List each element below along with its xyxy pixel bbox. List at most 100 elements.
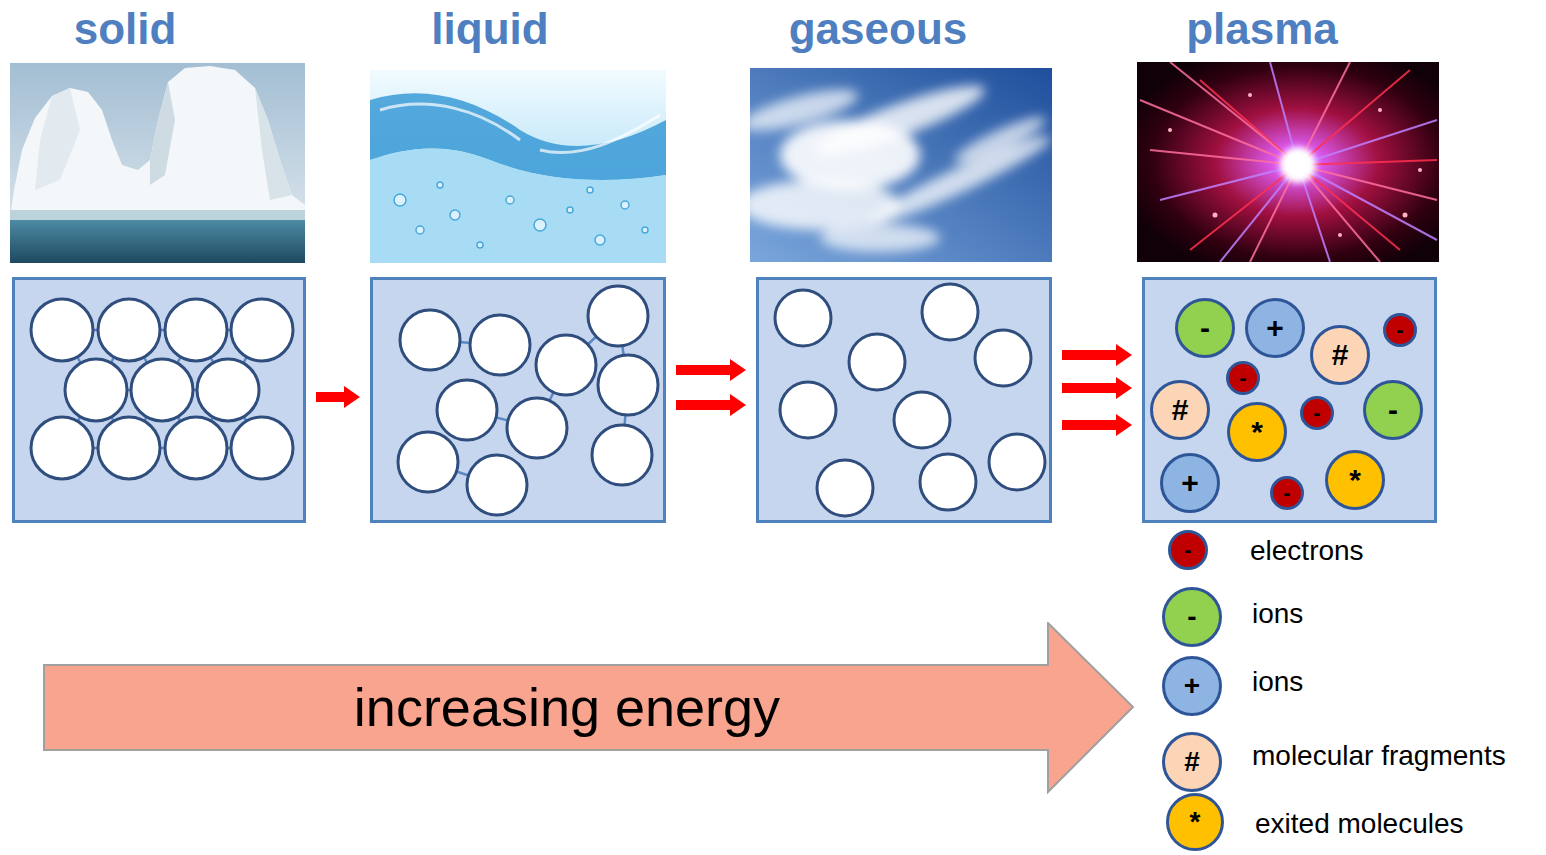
bubble xyxy=(416,226,424,234)
particle-node: - xyxy=(1175,298,1235,358)
bubble xyxy=(534,219,546,231)
legend-swatch xyxy=(1164,589,1221,646)
iceberg-photo xyxy=(10,63,305,263)
molecule xyxy=(470,315,530,375)
legend-label: molecular fragments xyxy=(1252,740,1506,772)
molecule xyxy=(775,290,831,346)
arrow-label: increasing energy xyxy=(354,678,780,737)
particle-symbol: - xyxy=(1313,402,1320,424)
arrow-connector xyxy=(676,394,746,416)
state-heading: liquid xyxy=(431,5,548,53)
molecule xyxy=(989,434,1045,490)
particle-symbol: - xyxy=(1239,367,1246,389)
state-box: liquid xyxy=(370,277,666,523)
ray xyxy=(1298,165,1437,240)
rays xyxy=(1140,62,1437,262)
glow xyxy=(1280,147,1316,183)
bubble xyxy=(477,242,483,248)
box-ground xyxy=(12,277,306,523)
sky xyxy=(10,63,305,263)
spark xyxy=(1213,213,1218,218)
molecule xyxy=(131,359,193,421)
particle-symbol: * xyxy=(1349,465,1361,495)
cloud xyxy=(820,224,940,252)
arrow-connector xyxy=(1062,344,1132,366)
swatch-symbol: # xyxy=(1172,742,1212,782)
swatch-symbol: - xyxy=(1172,597,1212,637)
clouds xyxy=(750,74,1052,252)
bubble xyxy=(567,207,573,213)
bubble xyxy=(506,196,514,204)
legend-label: ions xyxy=(1252,598,1303,630)
molecule xyxy=(197,359,259,421)
particle-node: * xyxy=(1227,402,1287,462)
water-body xyxy=(370,148,666,263)
ray xyxy=(1190,165,1298,250)
particle-circle xyxy=(1229,404,1286,461)
bubble xyxy=(642,227,648,233)
spark xyxy=(1248,93,1252,97)
box-ground xyxy=(756,277,1052,523)
bubble xyxy=(587,187,593,193)
legend-swatch xyxy=(1168,795,1223,850)
cloud xyxy=(864,127,1052,233)
molecule xyxy=(165,299,227,361)
sparks xyxy=(1168,93,1422,237)
molecule xyxy=(65,359,127,421)
molecule xyxy=(920,454,976,510)
particle-symbol: + xyxy=(1266,313,1284,343)
molecule xyxy=(398,432,458,492)
particle-node: - xyxy=(1300,396,1334,430)
particle-circle xyxy=(1365,382,1422,439)
particle-symbol: - xyxy=(1388,395,1398,425)
legend-label: exited molecules xyxy=(1255,808,1464,840)
splash xyxy=(380,104,660,153)
ray xyxy=(1220,165,1298,262)
arrow-connector xyxy=(316,386,360,408)
state-box: solid xyxy=(12,277,306,523)
particle-symbol: * xyxy=(1251,417,1263,447)
ray xyxy=(1298,120,1437,165)
particle-node: - xyxy=(1226,361,1260,395)
cloud-photo xyxy=(750,68,1052,262)
arrow-connector xyxy=(676,359,746,381)
swatch-symbol: + xyxy=(1172,666,1212,706)
particle-node: + xyxy=(1245,298,1305,358)
molecule xyxy=(588,286,648,346)
particle-node: * xyxy=(1325,450,1385,510)
iceberg-shade xyxy=(35,88,80,190)
spark xyxy=(1378,108,1382,112)
particle-node: # xyxy=(1310,325,1370,385)
plasma-photo xyxy=(1137,62,1439,262)
sea xyxy=(10,220,305,263)
spark xyxy=(1168,128,1172,132)
iceberg xyxy=(10,66,305,218)
molecule xyxy=(507,398,567,458)
bubble xyxy=(450,210,460,220)
particle-circle xyxy=(1385,315,1416,346)
particle-node: - xyxy=(1383,313,1417,347)
ray xyxy=(1298,165,1437,200)
molecule xyxy=(31,417,93,479)
molecule xyxy=(922,284,978,340)
arrow-connector xyxy=(1062,377,1132,399)
particle-node: + xyxy=(1160,453,1220,513)
spark xyxy=(1403,213,1408,218)
bubble xyxy=(394,194,406,206)
legend-label: ions xyxy=(1252,666,1303,698)
iceberg-shade xyxy=(255,88,292,200)
particle-circle xyxy=(1272,478,1303,509)
particle-symbol: # xyxy=(1332,340,1349,370)
particle-circle xyxy=(1152,382,1209,439)
swatch-symbol: - xyxy=(1168,530,1208,570)
ray xyxy=(1140,100,1298,165)
state-heading: gaseous xyxy=(789,5,968,53)
molecule xyxy=(400,310,460,370)
arrow-connector xyxy=(1062,414,1132,436)
molecule xyxy=(536,335,596,395)
cloud xyxy=(950,110,1049,170)
particle-node: - xyxy=(1363,380,1423,440)
particle-circle xyxy=(1177,300,1234,357)
molecule xyxy=(780,382,836,438)
